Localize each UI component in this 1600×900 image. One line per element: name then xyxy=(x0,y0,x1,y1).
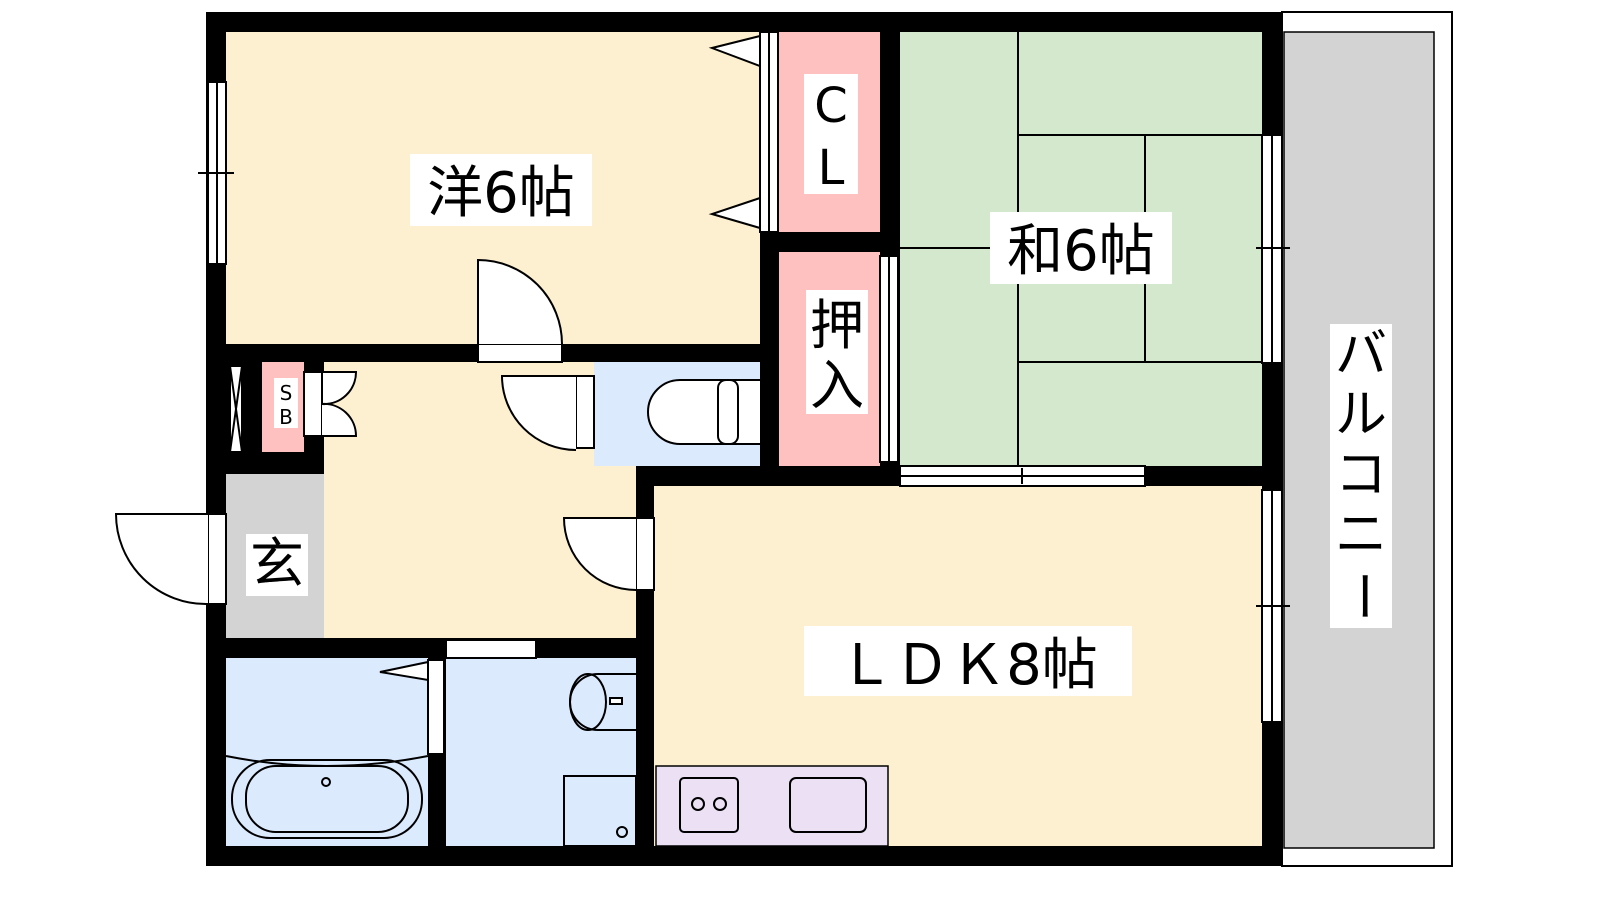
western-room-label: 洋6帖 xyxy=(427,161,575,226)
windows xyxy=(198,81,1290,723)
washroom xyxy=(446,658,636,846)
oshiire-label-2: 入 xyxy=(810,354,864,417)
balcony-label-3: コ xyxy=(1335,445,1387,505)
shoebox-label-b: B xyxy=(279,405,293,429)
japanese-room-label: 和6帖 xyxy=(1007,219,1155,284)
oshiire-label-1: 押 xyxy=(810,294,864,357)
closet-label-l: L xyxy=(818,140,845,196)
sink-icon xyxy=(789,777,867,833)
ldk-room-label: ＬＤＫ8帖 xyxy=(838,633,1098,698)
balcony-label-4: ニ xyxy=(1335,505,1387,565)
shoebox-label-s: S xyxy=(280,381,293,405)
entrance-label: 玄 xyxy=(250,532,304,595)
bathroom xyxy=(226,658,428,846)
stove-icon xyxy=(679,777,739,833)
doors xyxy=(114,31,899,755)
balcony-label-1: バ xyxy=(1335,325,1387,385)
balcony-label-2: ル xyxy=(1335,385,1387,445)
fixtures xyxy=(225,379,867,847)
closet-label-c: C xyxy=(814,78,848,134)
balcony-label-5: ー xyxy=(1332,570,1392,622)
